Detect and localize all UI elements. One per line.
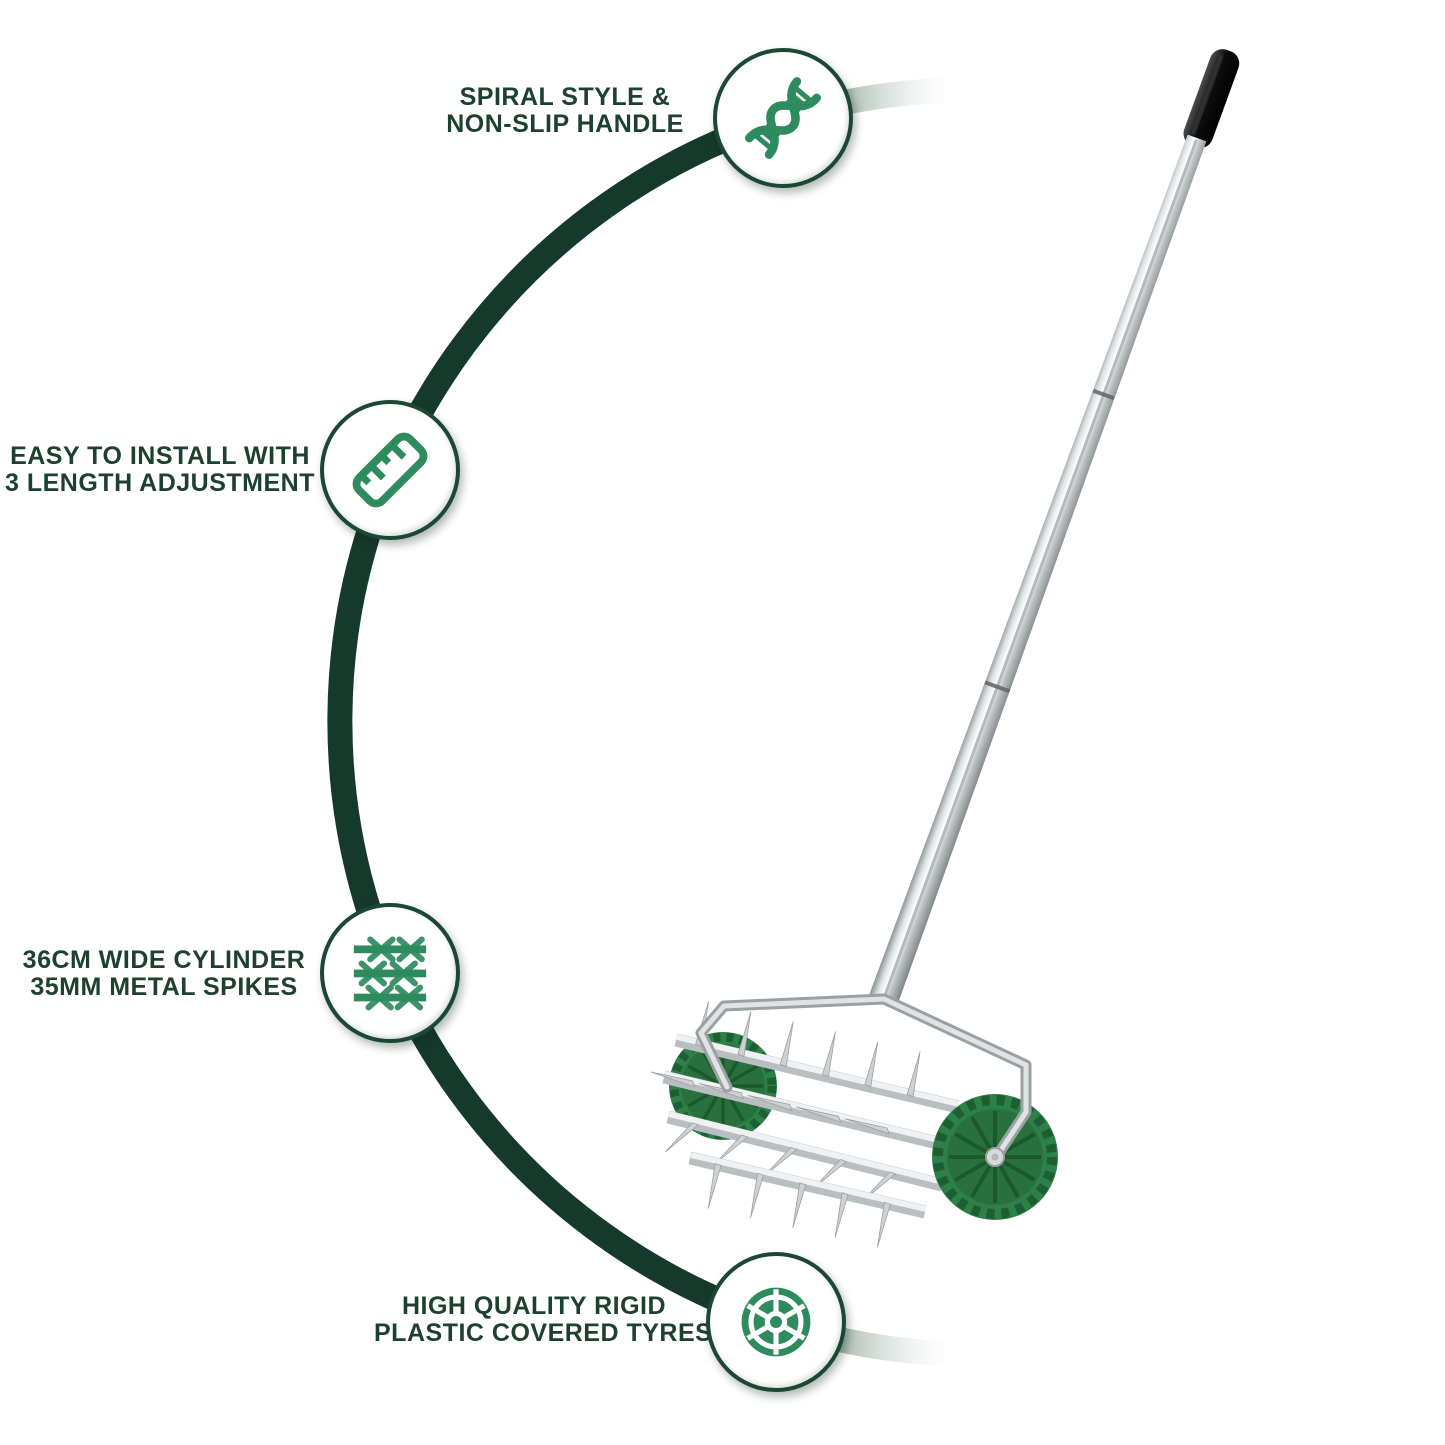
feature-text-line: 35MM METAL SPIKES: [30, 973, 298, 1001]
feature-text-line: EASY TO INSTALL WITH: [10, 442, 310, 470]
badge-length-adjustment: [320, 400, 460, 540]
feature-text-line: NON-SLIP HANDLE: [446, 110, 684, 138]
dna-spiral-icon: [745, 77, 821, 159]
badge-cylinder-spikes: [320, 903, 460, 1043]
feature-text-line: 3 LENGTH ADJUSTMENT: [5, 469, 315, 497]
badge-tyres: [706, 1252, 846, 1392]
metal-spikes-side: [650, 1071, 890, 1135]
callout-spiral-handle-text: SPIRAL STYLE & NON-SLIP HANDLE: [405, 84, 725, 138]
feature-text-line: SPIRAL STYLE &: [459, 83, 671, 111]
feature-text-line: 36CM WIDE CYLINDER: [22, 946, 306, 974]
callout-cylinder-spikes-text: 36CM WIDE CYLINDER 35MM METAL SPIKES: [4, 947, 324, 1001]
barbed-spikes-icon: [353, 936, 427, 1011]
pole-joint: [1092, 388, 1115, 401]
roller-frame: [695, 993, 1032, 1162]
tyre-wheel-icon: [741, 1287, 811, 1357]
roller-bar: [674, 1001, 960, 1114]
roller-bar: [650, 1070, 952, 1153]
spiked-roller-cylinder: [650, 1001, 960, 1248]
metal-spikes-down: [707, 1163, 891, 1248]
callout-tyres-text: HIGH QUALITY RIGID PLASTIC COVERED TYRES: [374, 1292, 713, 1347]
badge-spiral-handle: [713, 48, 853, 188]
feature-text-line: PLASTIC COVERED TYRES: [374, 1319, 713, 1347]
roller-bar: [688, 1151, 927, 1248]
ruler-icon: [352, 432, 428, 508]
callout-length-adjustment-text: EASY TO INSTALL WITH 3 LENGTH ADJUSTMENT: [0, 443, 320, 497]
lawn-aerator-illustration: [650, 49, 1240, 1248]
feature-text-line: HIGH QUALITY RIGID: [401, 1292, 667, 1320]
pole-joint: [984, 680, 1011, 694]
wheel-hub-bolt: [985, 1147, 1005, 1167]
handle-pole: [868, 49, 1240, 1008]
